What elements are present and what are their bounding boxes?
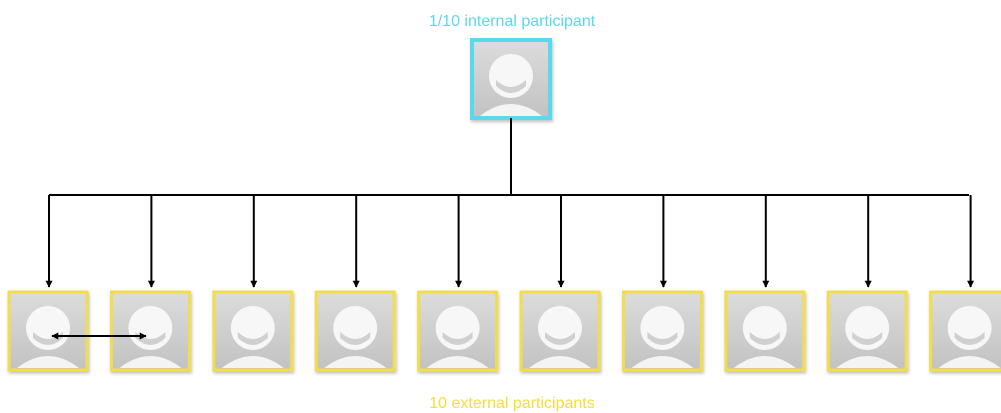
external-participant-avatar-3 [212,290,294,372]
external-participants-label: 10 external participants [429,395,594,412]
avatar-placeholder-icon [119,306,182,368]
external-participant-avatar-1 [7,290,89,372]
avatar-placeholder-icon [480,54,542,116]
avatar-placeholder-icon [529,306,591,368]
external-participant-avatar-5 [417,290,499,372]
external-participant-avatar-2 [109,290,191,372]
external-participant-avatar-9 [826,290,908,372]
avatar-placeholder-icon [426,306,489,368]
avatar-placeholder-icon [324,306,387,368]
external-participants-row [7,290,1001,372]
internal-participant-avatar [470,38,552,120]
connector-drops [45,195,975,288]
external-participant-avatar-8 [724,290,806,372]
external-participant-avatar-7 [621,290,703,372]
external-participant-avatar-10 [929,290,1001,372]
avatar-placeholder-icon [733,306,796,368]
external-participant-avatar-6 [519,290,601,372]
avatar-placeholder-icon [631,306,694,368]
avatar-placeholder-icon [836,306,899,368]
external-participant-avatar-4 [314,290,396,372]
avatar-placeholder-icon [938,306,1001,368]
avatar-placeholder-icon [221,306,284,368]
internal-participant-label: 1/10 internal participant [429,13,596,30]
